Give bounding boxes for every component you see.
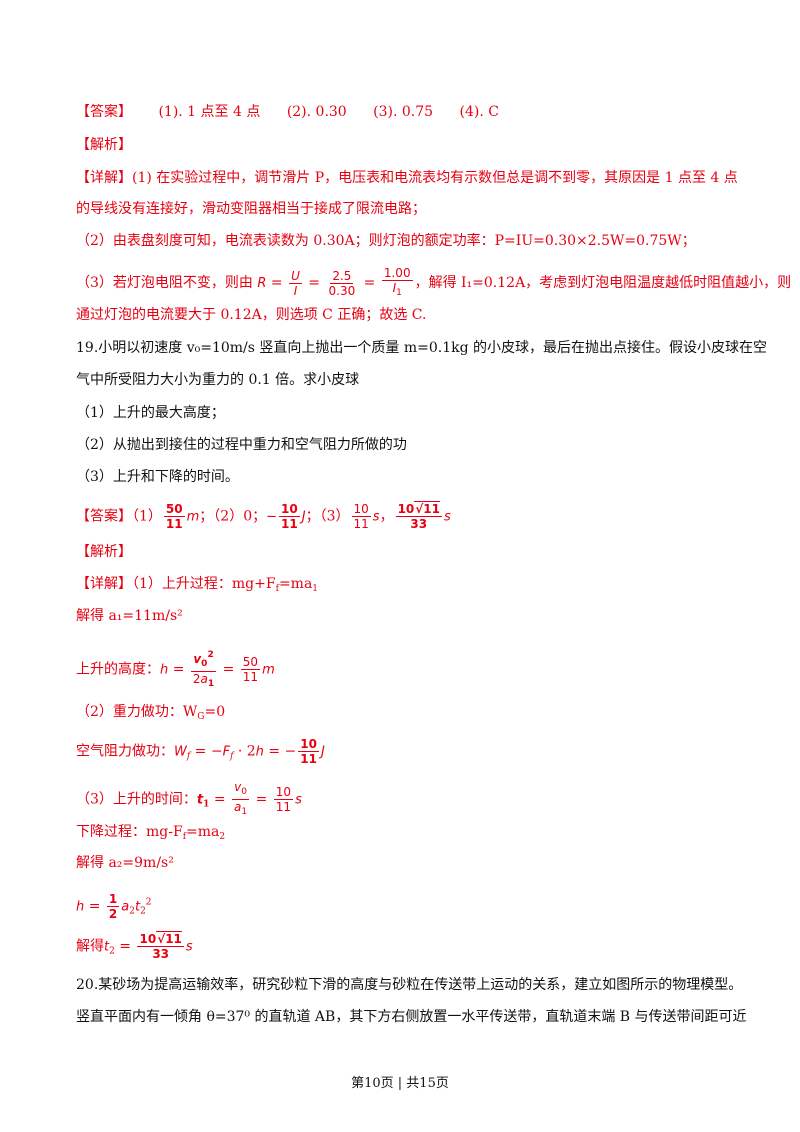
answer-3: (3). 0.75 (373, 104, 434, 120)
q19-work-gravity: （2）重力做功：WG=0 (76, 704, 226, 722)
q19-sub-1: （1）上升的最大高度； (76, 405, 225, 421)
q19-sub-3: （3）上升和下降的时间。 (76, 469, 239, 485)
q18-answer-line: 【答案】 (1). 1 点至 4 点 (2). 0.30 (3). 0.75 (… (76, 102, 499, 122)
answer-1: (1). 1 点至 4 点 (158, 104, 261, 120)
q18-detail-3b: 通过灯泡的电流要大于 0.12A，则选项 C 正确；故选 C. (76, 307, 427, 323)
q19-detail-up: 【详解】（1）上升过程：mg+Ff=ma1 (76, 576, 319, 594)
q19-jiexi: 【解析】 (76, 544, 132, 560)
answer-label: 【答案】 (76, 104, 132, 120)
q18-detail-1a: 【详解】(1) 在实验过程中，调节滑片 P，电压表和电流表均有示数但总是调不到零… (76, 170, 738, 186)
q19-sub-2: （2）从抛出到接住的过程中重力和空气阻力所做的功 (76, 437, 407, 453)
q18-jiexi: 【解析】 (76, 137, 132, 153)
q19-stem-a: 19.小明以初速度 v₀=10m/s 竖直向上抛出一个质量 m=0.1kg 的小… (76, 340, 768, 356)
q18-detail-1b: 的导线没有连接好，滑动变阻器相当于接成了限流电路； (76, 201, 426, 217)
q19-solve-a1: 解得 a₁=11m/s² (76, 608, 183, 624)
q20-line-2: 竖直平面内有一倾角 θ=37⁰ 的直轨道 AB，其下方右侧放置一水平传送带，直轨… (76, 1009, 747, 1025)
answer-2: (2). 0.30 (286, 104, 347, 120)
answer-4: (4). C (459, 104, 499, 120)
q19-down: 下降过程：mg-Ff=ma2 (76, 824, 226, 842)
q19-stem-b: 气中所受阻力大小为重力的 0.1 倍。求小皮球 (76, 372, 360, 388)
q19-solve-a2: 解得 a₂=9m/s² (76, 855, 174, 871)
q18-detail-2: （2）由表盘刻度可知，电流表读数为 0.30A；则灯泡的额定功率：P=IU=0.… (76, 233, 696, 249)
page-footer: 第10页 | 共15页 (351, 1076, 449, 1091)
q20-line-1: 20.某砂场为提高运输效率，研究砂粒下滑的高度与砂粒在传送带上运动的关系，建立如… (76, 977, 743, 993)
